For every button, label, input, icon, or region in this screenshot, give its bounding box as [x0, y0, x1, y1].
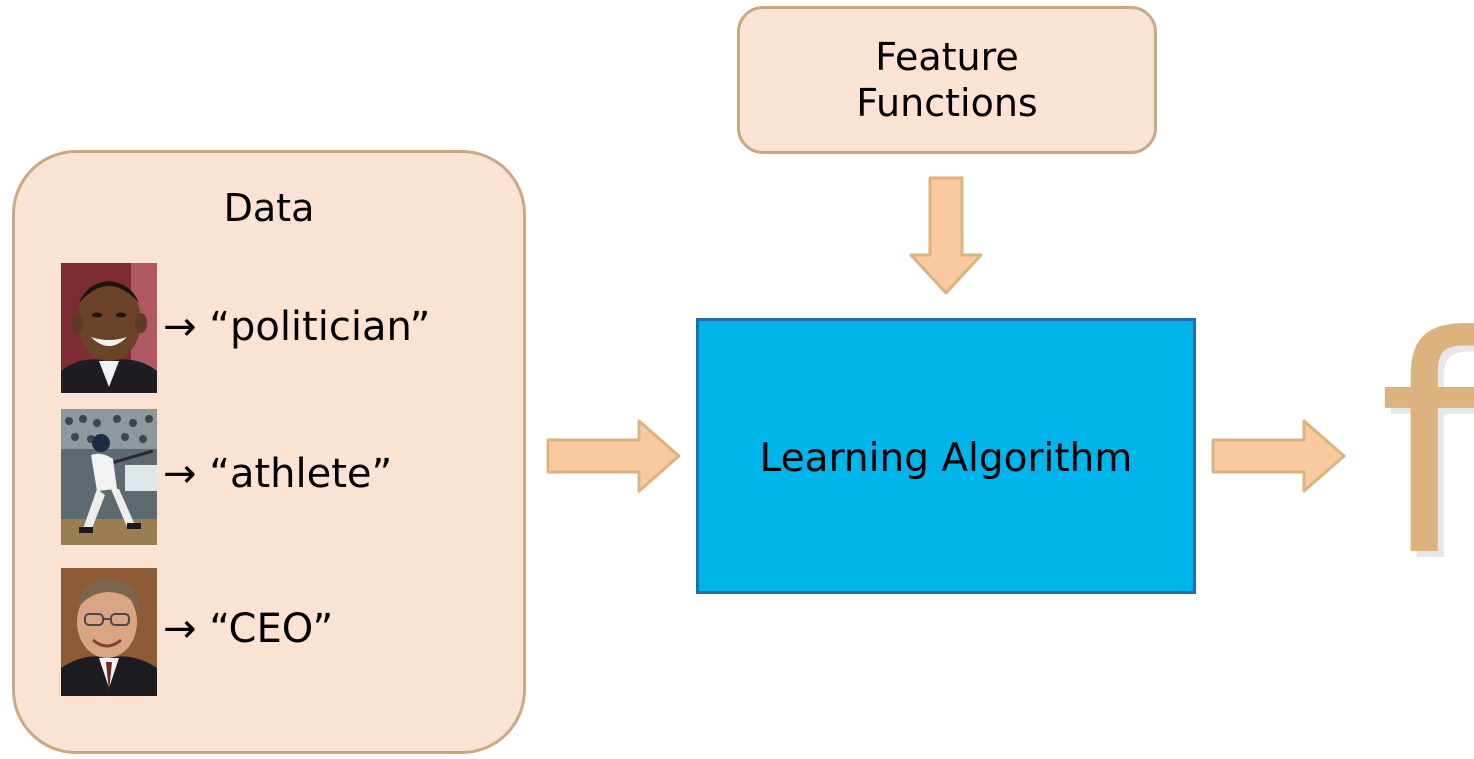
learning-algorithm-label: Learning Algorithm	[759, 436, 1133, 481]
label-politician: → “politician”	[163, 304, 431, 350]
data-box: Data → “politician”	[12, 150, 526, 754]
baseball-batter-photo	[61, 409, 157, 545]
ceo-portrait	[61, 568, 157, 696]
data-title: Data	[223, 186, 315, 230]
label-athlete: → “athlete”	[163, 451, 393, 497]
label-ceo: → “CEO”	[163, 606, 334, 652]
right-arrow-data-icon	[546, 419, 681, 493]
feature-functions-label: Feature Functions	[856, 35, 1038, 125]
feature-functions-box: Feature Functions	[737, 6, 1157, 154]
politician-portrait	[61, 263, 157, 393]
down-arrow-icon	[909, 176, 983, 295]
right-arrow-output-icon	[1211, 419, 1346, 493]
output-function-symbol: f	[1378, 273, 1474, 622]
learning-algorithm-box: Learning Algorithm	[696, 318, 1196, 594]
